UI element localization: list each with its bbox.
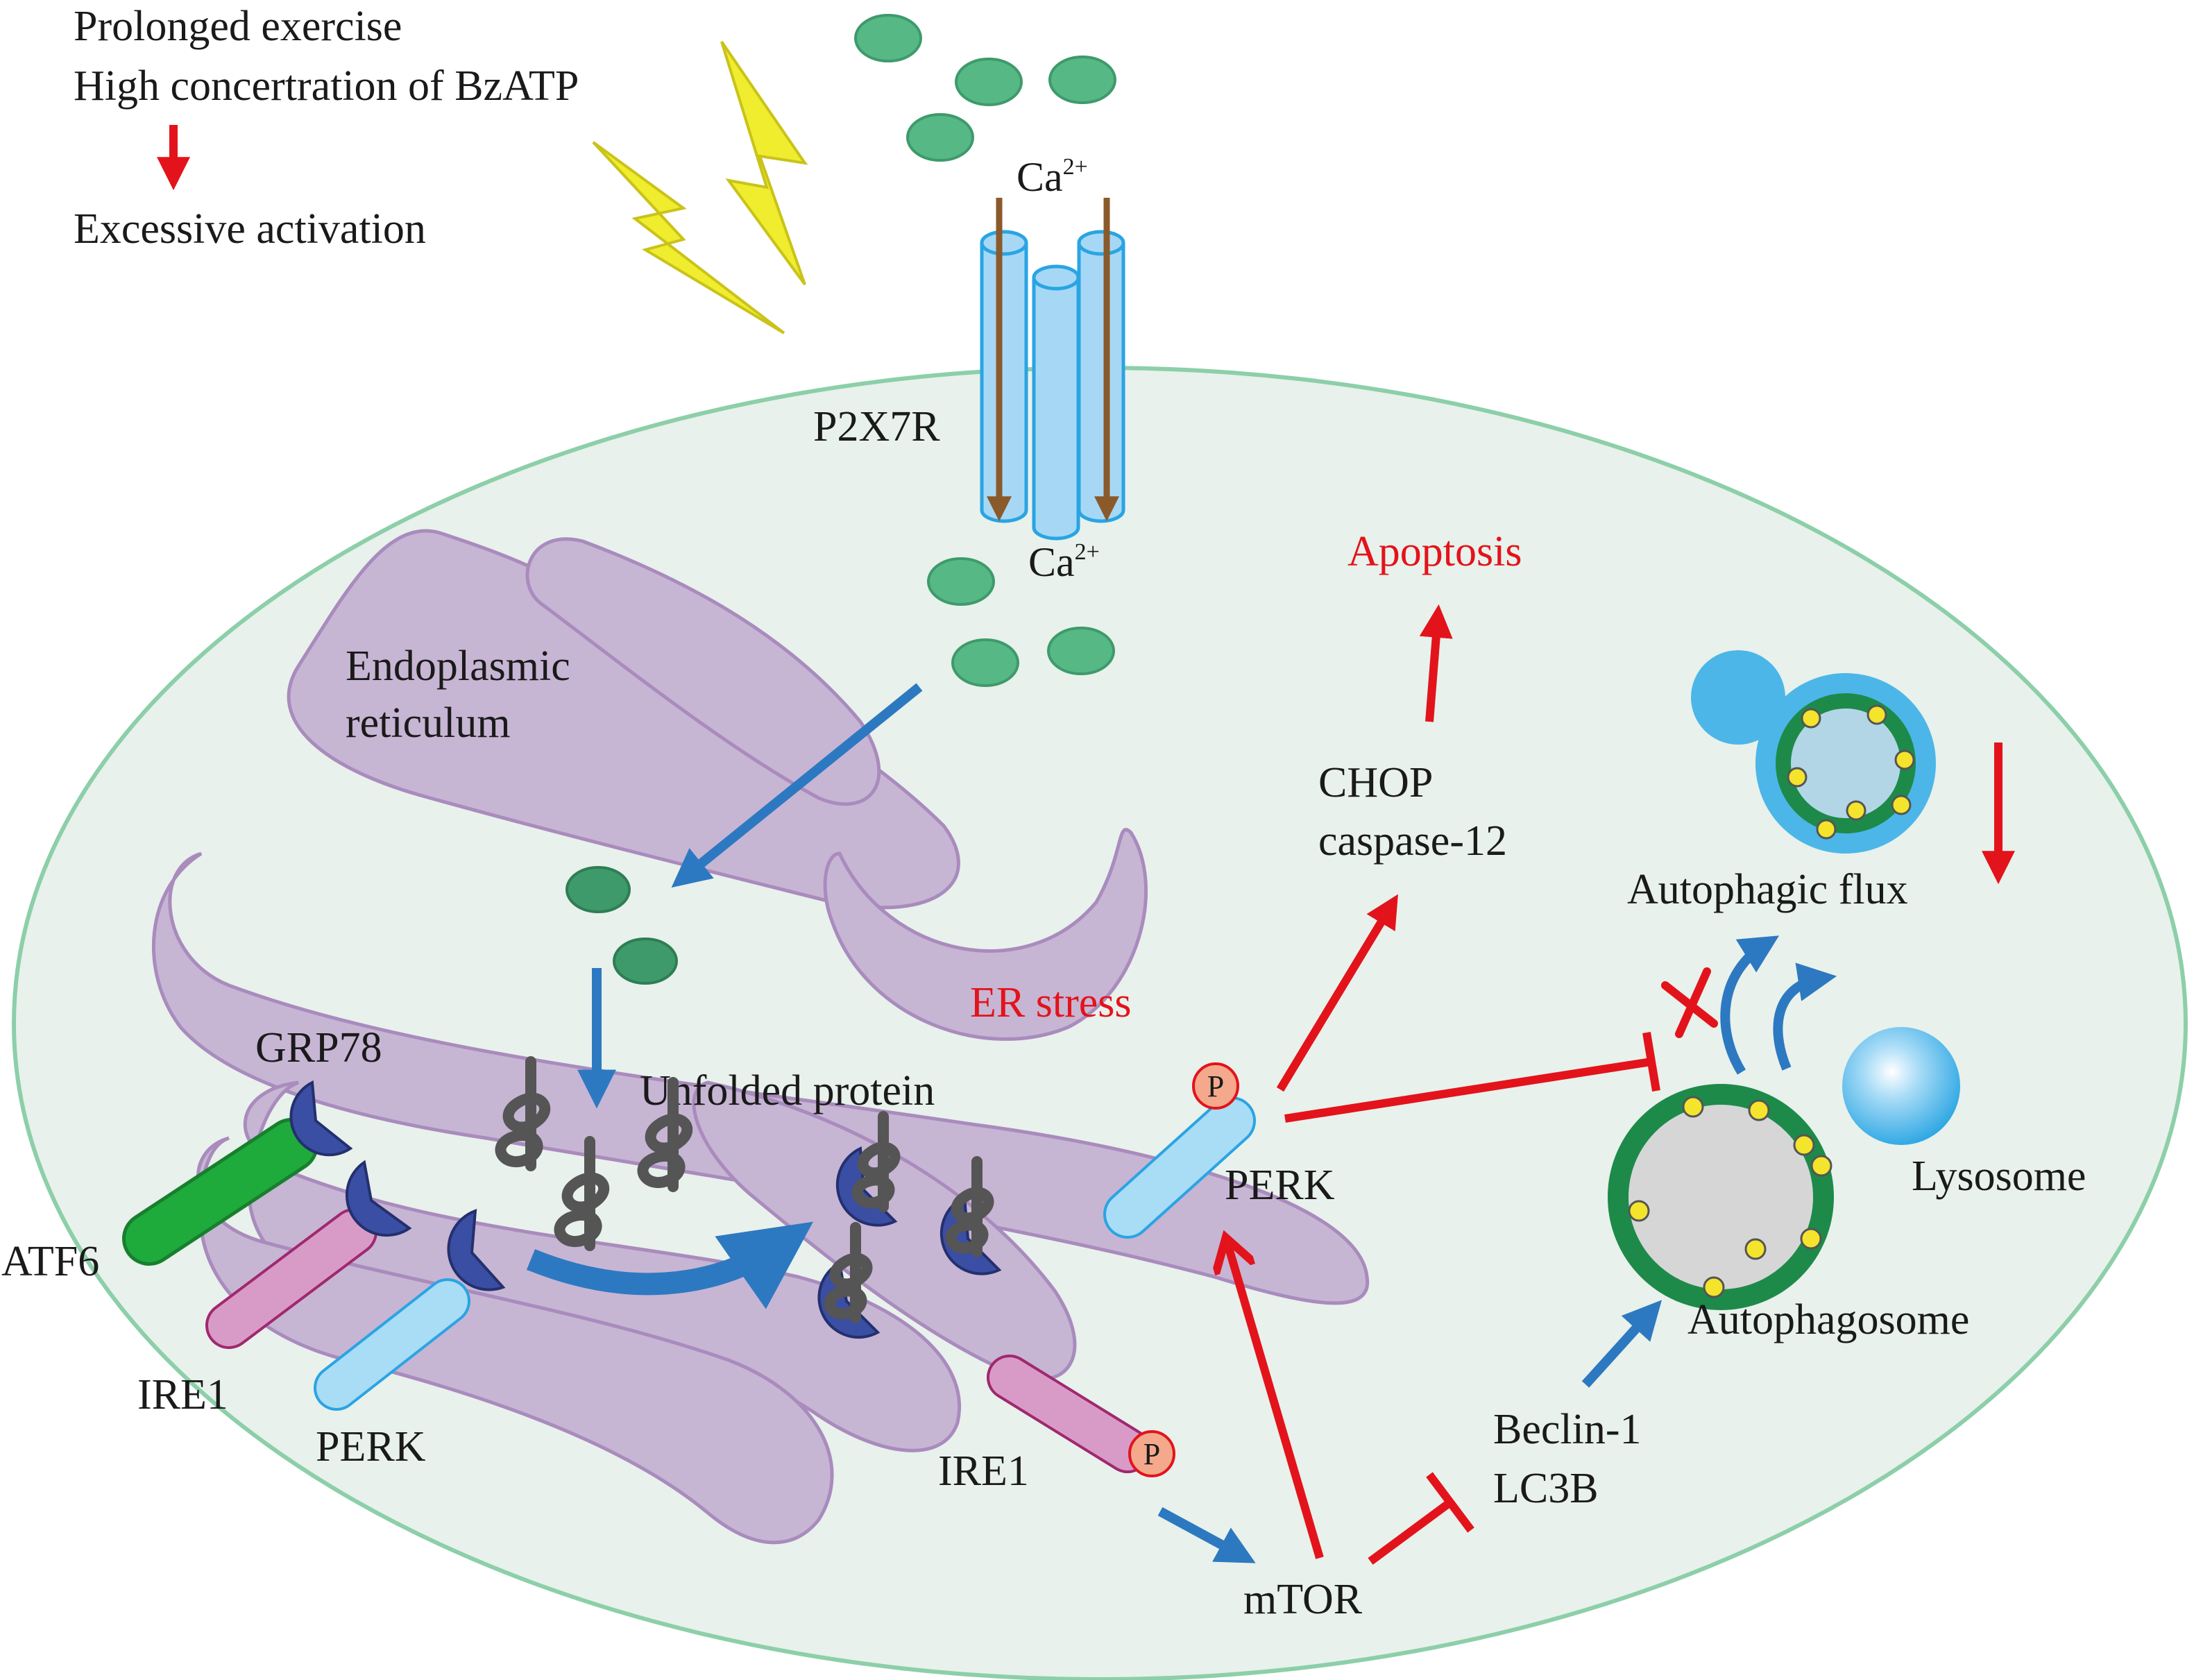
chop-label: CHOP — [1318, 759, 1433, 806]
unfolded-proteins — [495, 1056, 994, 1323]
ire1-phospho-letter: P — [1143, 1437, 1160, 1471]
perk-inhibits-flux — [1284, 1058, 1652, 1123]
lc3b-label: LC3B — [1493, 1465, 1599, 1512]
ire1-phospho-badge — [1128, 1430, 1175, 1477]
p2x7r-channel — [980, 230, 1125, 541]
ire1-fill — [208, 1211, 375, 1346]
er-cisterna-top-right — [525, 537, 881, 806]
lightning-bolt-left — [592, 141, 785, 334]
channel-subunit-top — [1077, 230, 1125, 256]
perk-sensor-right — [1103, 1096, 1256, 1239]
perk-left-label: PERK — [316, 1423, 426, 1470]
calcium-er — [565, 866, 678, 985]
flux-arrow-outer — [1720, 935, 1780, 1075]
perk-to-chop-arrow — [1276, 894, 1398, 1092]
grp78-release-arrow — [526, 1221, 813, 1309]
unfolded-protein — [945, 1156, 994, 1257]
trigger-result: Excessive activation — [74, 205, 426, 253]
mtor-inhibits-beclin-bar — [1426, 1472, 1474, 1533]
autolysosome — [1691, 650, 1936, 854]
channel-subunit-top — [1032, 264, 1080, 291]
channel-subunit-top — [980, 230, 1028, 256]
er-label-line2: reticulum — [346, 699, 511, 747]
channel-subunit — [1077, 243, 1125, 523]
calcium-inside-label: Ca2+ — [1028, 539, 1100, 585]
lysosome-label: Lysosome — [1912, 1153, 2086, 1200]
receptor-label: P2X7R — [813, 403, 940, 450]
lightning-bolt-right — [720, 40, 808, 286]
grp78-protein — [447, 1209, 506, 1291]
calcium-outside — [854, 14, 1116, 162]
lightning-bolts — [592, 40, 808, 334]
unfolded-protein — [495, 1056, 551, 1171]
er-cisterna-crescent — [823, 828, 1148, 1041]
ire1-right-label: IRE1 — [938, 1448, 1029, 1495]
er-label-line1: Endoplasmic — [346, 643, 570, 690]
calcium-ion — [906, 113, 974, 162]
perk-inhibits-flux-bar — [1642, 1032, 1660, 1092]
er-stress-label: ER stress — [970, 979, 1132, 1026]
calcium-inside — [927, 557, 1115, 687]
unfolded-protein-label: Unfolded protein — [640, 1067, 935, 1114]
trigger-line2: High concertration of BzATP — [74, 62, 579, 110]
calcium-ion — [955, 58, 1023, 106]
atf6-sensor — [122, 1118, 318, 1266]
unfolded-protein — [637, 1077, 693, 1192]
mtor-to-perk-arrow — [1228, 1246, 1324, 1559]
autophagosome-membrane — [1608, 1084, 1834, 1310]
calcium-ion — [951, 638, 1019, 687]
grp78-label: GRP78 — [255, 1024, 382, 1071]
calcium-ion — [1048, 56, 1116, 104]
grp78-protein — [289, 1080, 353, 1157]
autophagosome-label: Autophagosome — [1687, 1296, 1969, 1343]
perk-right-label: PERK — [1225, 1162, 1335, 1209]
autophagosome — [1608, 1084, 1834, 1310]
trigger-line1: Prolonged exercise — [74, 3, 402, 50]
apoptosis-label: Apoptosis — [1347, 528, 1522, 575]
ire1-left-label: IRE1 — [137, 1371, 228, 1418]
unfolded-protein — [554, 1136, 610, 1251]
autolysosome-dots — [1787, 704, 1915, 840]
lysosome — [1842, 1027, 1960, 1145]
grp78-protein — [345, 1160, 412, 1237]
beclin-label: Beclin-1 — [1493, 1406, 1642, 1453]
perk-phospho-badge — [1192, 1062, 1239, 1110]
autophagosome-dots — [1628, 1096, 1832, 1298]
calcium-outside-label: Ca2+ — [1017, 154, 1088, 200]
ire1-to-mtor-arrow — [1157, 1507, 1256, 1563]
unfolded-protein — [851, 1111, 901, 1212]
flux-arrow-inner — [1773, 962, 1837, 1071]
caspase-label: caspase-12 — [1318, 817, 1507, 865]
perk-fill — [1106, 1099, 1253, 1236]
calcium-ion — [1047, 627, 1115, 675]
unfolded-protein — [824, 1222, 873, 1323]
chop-to-apoptosis-arrow — [1419, 604, 1453, 722]
autophagic-flux-label: Autophagic flux — [1627, 866, 1908, 913]
perk-fill — [316, 1281, 468, 1408]
channel-subunit — [1032, 278, 1080, 541]
calcium-ion — [927, 557, 995, 606]
mtor-inhibits-beclin — [1368, 1499, 1453, 1565]
ire1-fill — [989, 1357, 1148, 1470]
perk-phospho-letter: P — [1207, 1069, 1224, 1103]
atf6-label: ATF6 — [1, 1238, 99, 1285]
mtor-label: mTOR — [1243, 1576, 1363, 1623]
flux-blocked-mark — [1661, 967, 1718, 1038]
beclin-to-autophagosome-arrow — [1581, 1300, 1662, 1388]
ire1-sensor-left — [205, 1208, 377, 1349]
perk-sensor-left — [314, 1278, 470, 1411]
calcium-ion — [854, 14, 922, 62]
lysosome-bud — [1691, 650, 1785, 745]
ire1-sensor-right — [987, 1355, 1150, 1473]
channel-subunit — [980, 243, 1028, 523]
calcium-ion — [613, 937, 678, 985]
calcium-ion — [565, 866, 631, 913]
calcium-to-er-arrow — [671, 683, 923, 888]
atf6-fill — [126, 1121, 315, 1262]
grp78-protein — [835, 1146, 898, 1227]
